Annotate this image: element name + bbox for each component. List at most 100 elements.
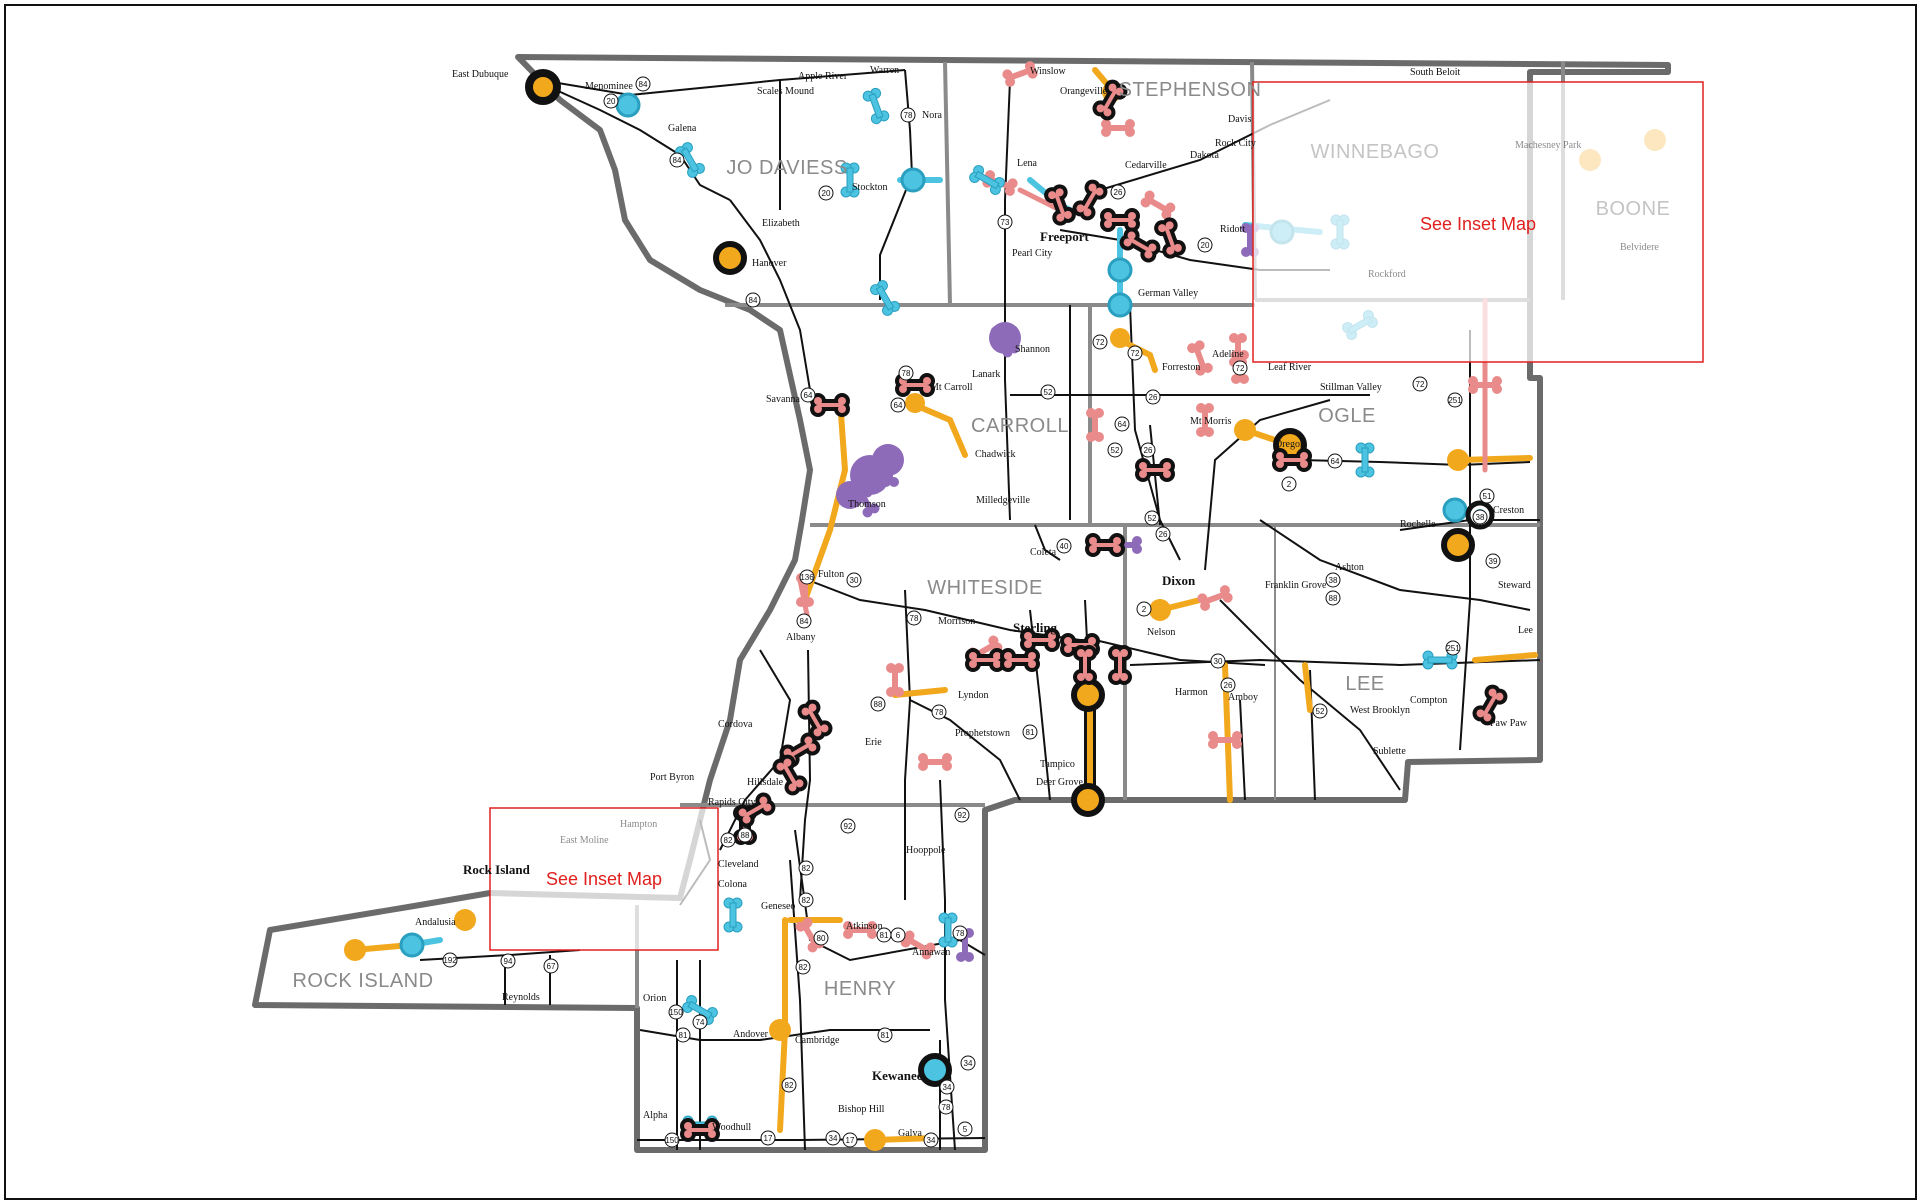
shield-91: 5 [957, 1121, 973, 1137]
shield-81: 81 [877, 1027, 893, 1043]
town-hampton: Hampton [620, 819, 657, 830]
svg-text:78: 78 [902, 369, 911, 378]
shield-92: 92 [954, 807, 970, 823]
town-albany: Albany [786, 632, 815, 643]
shield-26: 26 [1140, 442, 1156, 458]
shield-40: 40 [1056, 538, 1072, 554]
shield-84: 84 [635, 76, 651, 92]
town-harmon: Harmon [1175, 687, 1208, 698]
shield-78: 78 [952, 925, 968, 941]
svg-text:17: 17 [846, 1136, 855, 1145]
shield-72: 72 [1412, 376, 1428, 392]
town-mt-carroll: Mt Carroll [930, 382, 973, 393]
town-ridott: Ridott [1220, 224, 1245, 235]
svg-text:72: 72 [1236, 364, 1245, 373]
town-orangeville: Orangeville [1060, 86, 1108, 97]
svg-text:88: 88 [1329, 594, 1338, 603]
town-morrison: Morrison [938, 616, 975, 627]
map-frame [4, 4, 1917, 1200]
town-apple-river: Apple River [798, 71, 848, 82]
svg-text:34: 34 [943, 1083, 952, 1092]
town-woodhull: Woodhull [712, 1122, 751, 1133]
svg-text:150: 150 [669, 1008, 683, 1017]
svg-text:92: 92 [844, 822, 853, 831]
shield-84: 84 [796, 613, 812, 629]
shield-82: 82 [795, 959, 811, 975]
svg-text:136: 136 [800, 573, 814, 582]
town-atkinson: Atkinson [846, 921, 883, 932]
town-prophetstown: Prophetstown [955, 728, 1010, 739]
svg-text:26: 26 [1144, 446, 1153, 455]
town-rochelle: Rochelle [1400, 519, 1436, 530]
town-galena: Galena [668, 123, 697, 134]
svg-text:52: 52 [1111, 446, 1120, 455]
town-cordova: Cordova [718, 719, 753, 730]
town-pearl-city: Pearl City [1012, 248, 1052, 259]
shield-78: 78 [938, 1099, 954, 1115]
town-hillsdale: Hillsdale [747, 777, 784, 788]
shield-64: 64 [800, 387, 816, 403]
svg-text:40: 40 [1060, 542, 1069, 551]
county-label-boone: BOONE [1596, 198, 1671, 220]
town-amboy: Amboy [1228, 692, 1258, 703]
shield-51: 51 [1479, 488, 1495, 504]
svg-text:26: 26 [1159, 530, 1168, 539]
town-cambridge: Cambridge [795, 1035, 840, 1046]
shield-82: 82 [781, 1077, 797, 1093]
svg-text:20: 20 [1201, 241, 1210, 250]
svg-text:251: 251 [1446, 644, 1460, 653]
svg-text:2: 2 [1142, 605, 1147, 614]
shield-88: 88 [1325, 590, 1341, 606]
svg-text:78: 78 [904, 111, 913, 120]
town-erie: Erie [865, 737, 882, 748]
svg-text:67: 67 [547, 962, 556, 971]
town-kewanee: Kewanee [872, 1068, 923, 1083]
town-nelson: Nelson [1147, 627, 1175, 638]
shield-78: 78 [906, 610, 922, 626]
svg-text:81: 81 [880, 931, 889, 940]
inset-box-south[interactable]: See Inset Map [489, 807, 719, 951]
shield-26: 26 [1155, 526, 1171, 542]
svg-text:78: 78 [910, 614, 919, 623]
town-stockton: Stockton [852, 182, 888, 193]
county-label-stephenson: STEPHENSON [1119, 79, 1262, 101]
town-labels: East Dubuque Menominee Galena Apple Rive… [415, 65, 1659, 1139]
town-hanover: Hanover [752, 258, 787, 269]
shield-74: 74 [692, 1014, 708, 1030]
shield-34: 34 [939, 1079, 955, 1095]
shield-30: 30 [846, 572, 862, 588]
town-south-beloit: South Beloit [1410, 67, 1461, 78]
town-scales-mound: Scales Mound [757, 86, 814, 97]
inset-box-north[interactable]: See Inset Map [1252, 81, 1704, 363]
svg-text:192: 192 [443, 956, 457, 965]
town-sterling: Sterling [1013, 620, 1058, 635]
town-sublette: Sublette [1373, 746, 1406, 757]
shield-52: 52 [1107, 442, 1123, 458]
svg-text:81: 81 [679, 1031, 688, 1040]
svg-text:251: 251 [1448, 396, 1462, 405]
town-deer-grove: Deer Grove [1036, 777, 1083, 788]
town-rockford: Rockford [1368, 269, 1406, 280]
town-dakota: Dakota [1190, 150, 1219, 161]
shield-26: 26 [1220, 677, 1236, 693]
svg-text:92: 92 [958, 811, 967, 820]
town-west-brooklyn: West Brooklyn [1350, 705, 1410, 716]
svg-text:34: 34 [829, 1134, 838, 1143]
svg-text:30: 30 [1214, 657, 1223, 666]
shield-150: 150 [668, 1004, 684, 1020]
town-menominee: Menominee [585, 81, 633, 92]
county-label-ogle: OGLE [1318, 405, 1376, 427]
shield-20: 20 [1197, 237, 1213, 253]
svg-text:72: 72 [1131, 349, 1140, 358]
town-adeline: Adeline [1212, 349, 1244, 360]
shield-72: 72 [1092, 334, 1108, 350]
shield-81: 81 [675, 1027, 691, 1043]
purple-clusters [836, 322, 1021, 509]
shield-251: 251 [1445, 640, 1461, 656]
shield-30: 30 [1210, 653, 1226, 669]
svg-text:82: 82 [799, 963, 808, 972]
town-elizabeth: Elizabeth [762, 218, 800, 229]
svg-text:84: 84 [639, 80, 648, 89]
town-steward: Steward [1498, 580, 1531, 591]
